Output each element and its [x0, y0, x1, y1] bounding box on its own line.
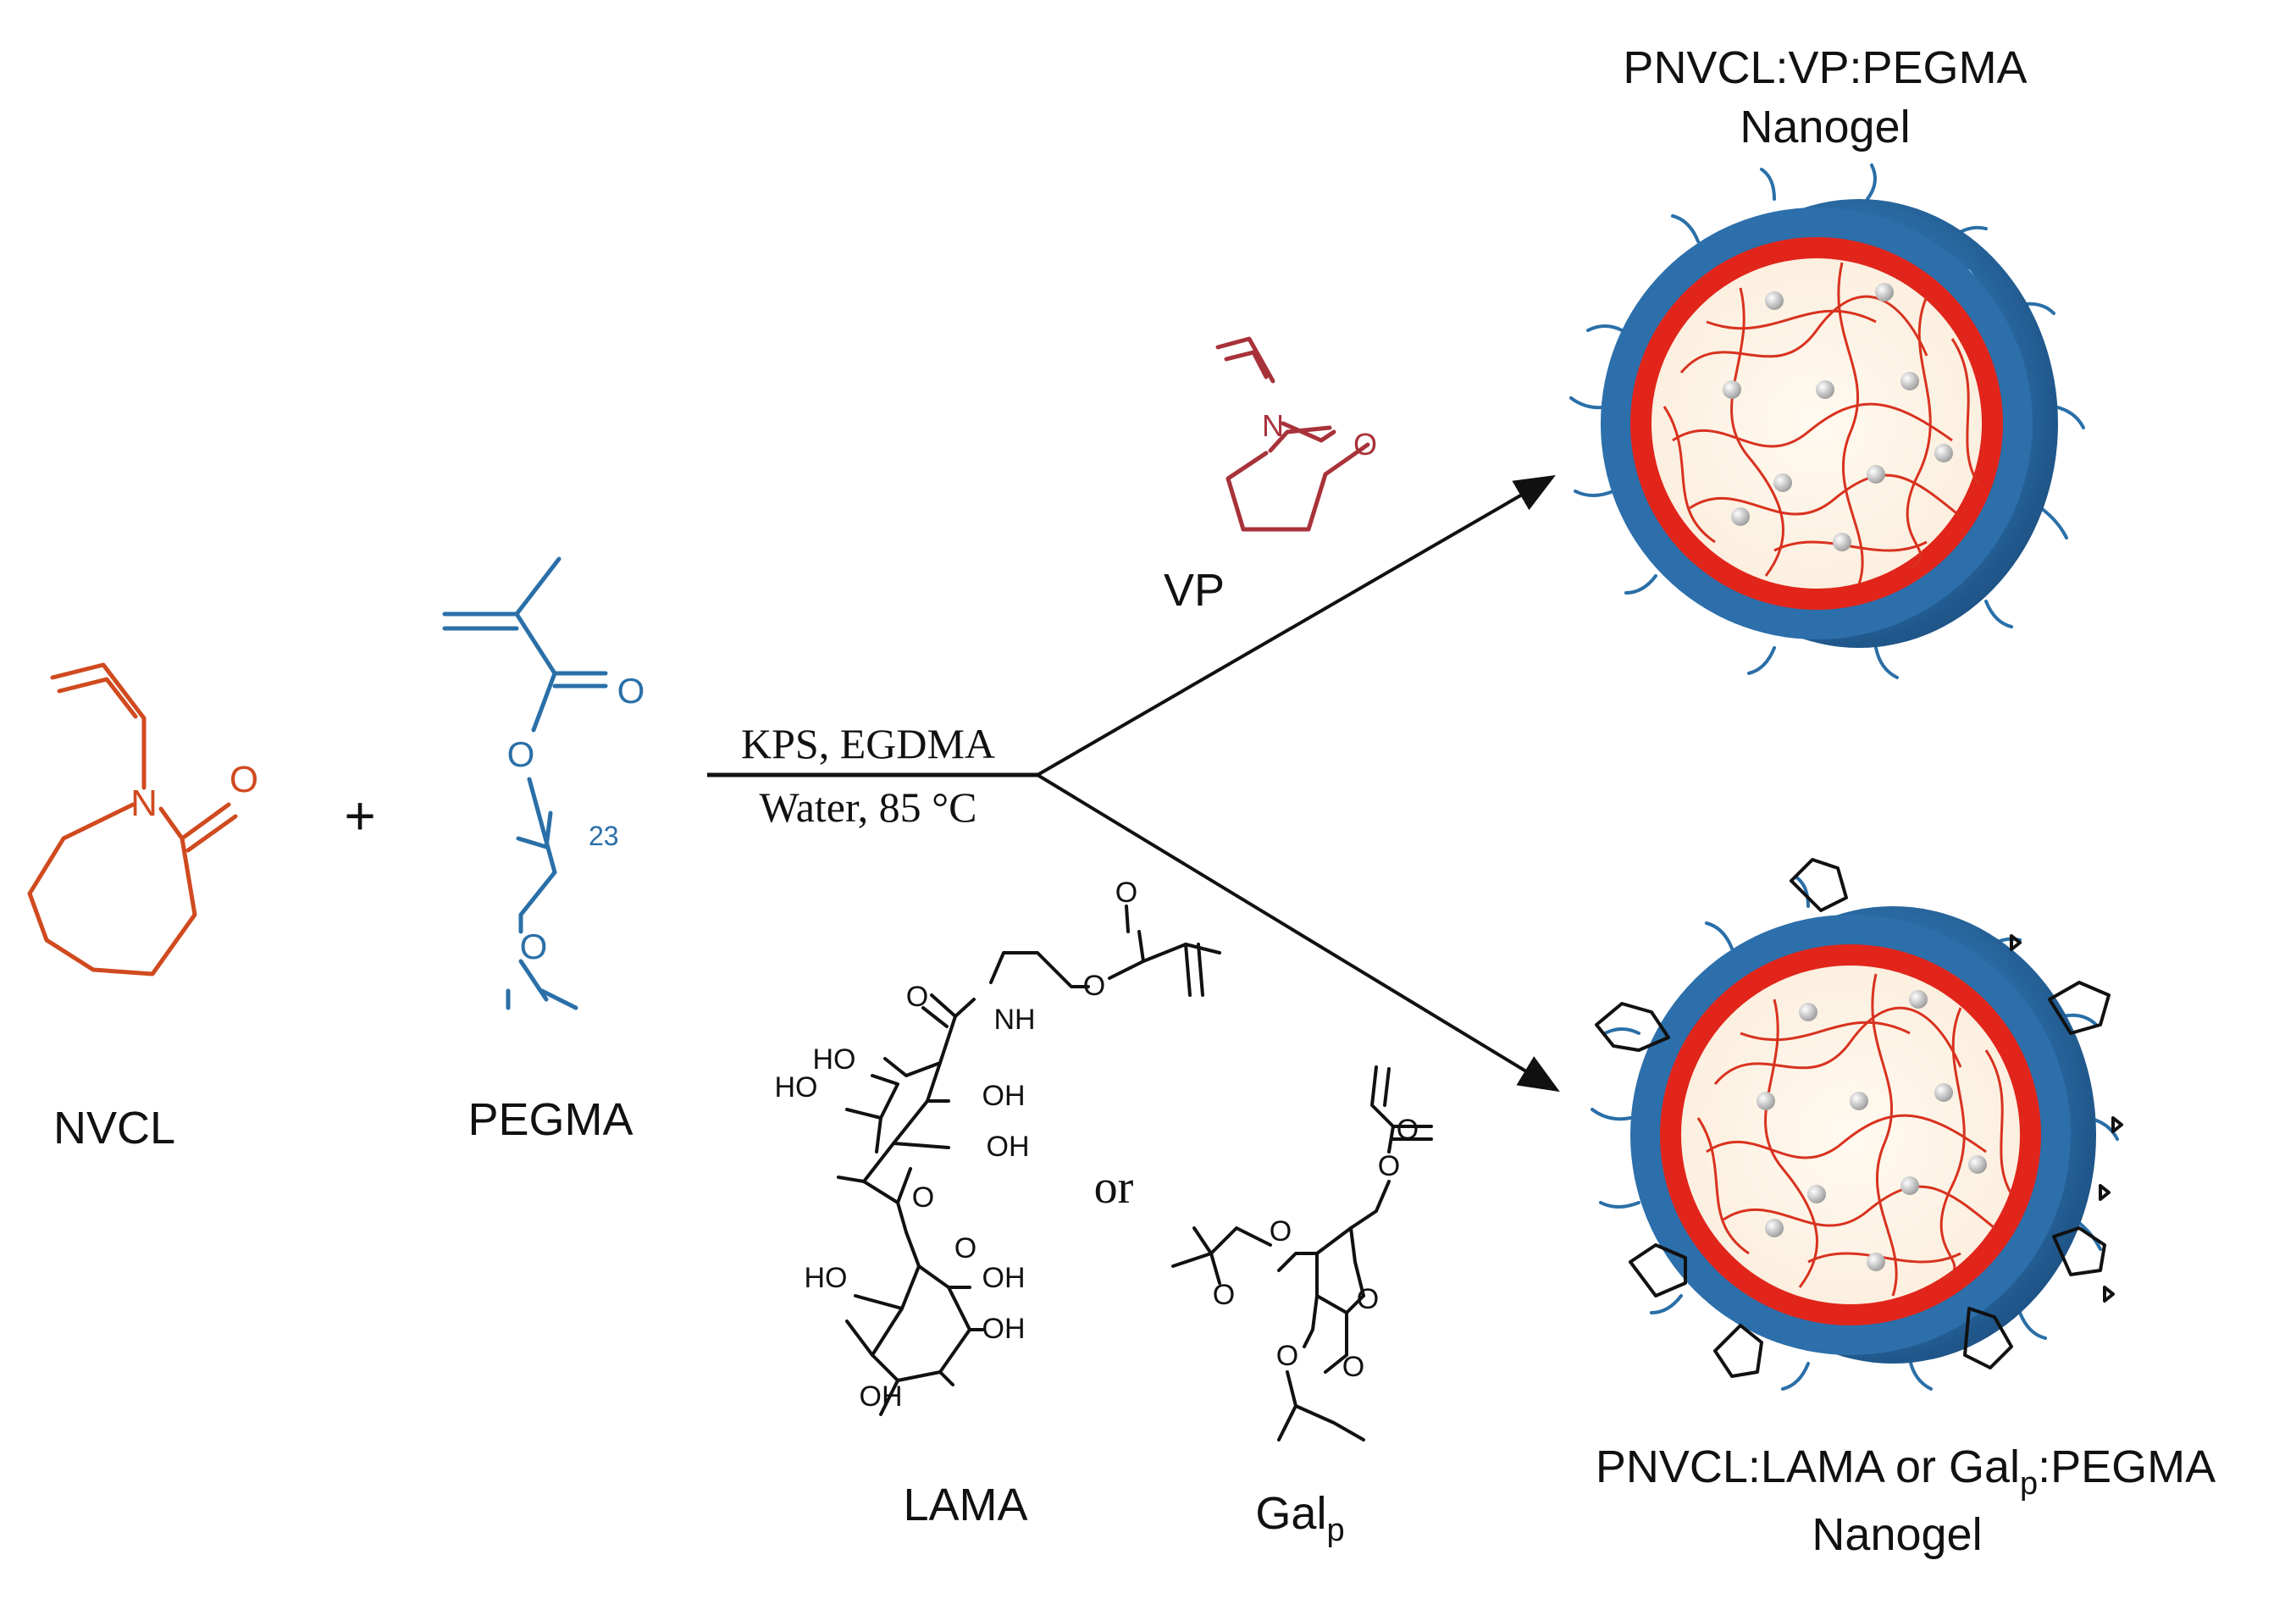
galp-acetonide-oxygen-4: O — [1342, 1351, 1364, 1383]
lama-glycosidic-oxygen: O — [912, 1181, 934, 1214]
upper-nanogel-crosslink-beads — [1723, 283, 1953, 551]
lower-nanogel-core — [1681, 965, 2020, 1304]
lama-ring-oxygen: O — [954, 1232, 976, 1264]
pegma-label: PEGMA — [467, 1094, 633, 1145]
lama-oh-5: OH — [860, 1380, 903, 1413]
upper-product-title: PNVCL:VP:PEGMA — [1623, 42, 2027, 93]
galp-ring-oxygen: O — [1357, 1283, 1379, 1315]
lower-nanogel — [1591, 858, 2123, 1391]
upper-nanogel-crosslinked-network — [1663, 262, 1979, 585]
lower-product-title-a: PNVCL:LAMA or Gal — [1596, 1441, 2020, 1492]
nvcl-oxygen-atom: O — [230, 759, 258, 800]
lower-product-title-subscript: p — [2020, 1466, 2038, 1502]
conditions-above-arrow: KPS, EGDMA — [741, 720, 995, 767]
galp-acetonide-oxygen-1: O — [1270, 1215, 1292, 1248]
reaction-arrows — [707, 474, 1560, 1093]
conditions-below-arrow: Water, 85 °C — [760, 783, 977, 831]
nvcl-label: NVCL — [53, 1103, 175, 1154]
lama-ho-1: HO — [813, 1043, 856, 1076]
lama-structure — [837, 905, 1221, 1416]
upper-nanogel — [1569, 163, 2085, 679]
nvcl-nitrogen-atom: N — [130, 783, 158, 824]
pegma-structure — [442, 556, 608, 1010]
lama-amide-oxygen: O — [906, 981, 928, 1013]
lama-ho-2: HO — [775, 1071, 818, 1104]
lama-oh-4: OH — [982, 1313, 1026, 1345]
lower-product-title-b: :PEGMA — [2038, 1441, 2216, 1492]
galp-ester-oxygen: O — [1378, 1150, 1400, 1182]
lower-product-subtitle: Nanogel — [1812, 1509, 1982, 1560]
galp-label-subscript: p — [1326, 1513, 1344, 1548]
lama-oh-1: OH — [982, 1080, 1026, 1112]
pegma-repeat-subscript: 23 — [589, 821, 619, 851]
lower-nanogel-surface-chains — [1591, 875, 2119, 1391]
vp-nitrogen-atom: N — [1262, 408, 1284, 443]
galp-label: Galp — [1255, 1488, 1344, 1548]
lama-oh-2: OH — [987, 1131, 1030, 1163]
upper-product-subtitle: Nanogel — [1740, 102, 1910, 152]
galp-acetonide-oxygen-3: O — [1276, 1340, 1298, 1372]
pegma-carbonyl-oxygen: O — [617, 671, 645, 711]
upper-nanogel-core — [1651, 258, 1982, 589]
galp-acetonide-oxygen-2: O — [1213, 1279, 1235, 1311]
galp-carbonyl-oxygen: O — [1397, 1114, 1419, 1146]
lower-nanogel-crosslink-beads — [1757, 990, 1987, 1271]
plus-sign: + — [344, 785, 375, 846]
lama-ho-3: HO — [805, 1262, 848, 1294]
lower-product-title: PNVCL:LAMA or Galp:PEGMA — [1596, 1441, 2216, 1502]
galp-structure — [1171, 1065, 1433, 1441]
vp-structure — [1215, 336, 1370, 532]
pegma-ether-oxygen: O — [520, 927, 548, 966]
lower-nanogel-crosslinked-network — [1696, 973, 2013, 1297]
vp-label: VP — [1164, 565, 1225, 616]
lama-label: LAMA — [903, 1480, 1027, 1530]
vp-oxygen-atom: O — [1353, 427, 1377, 462]
lama-ester-oxygen: O — [1083, 970, 1105, 1002]
lama-oh-3: OH — [982, 1262, 1026, 1294]
galp-label-base: Gal — [1255, 1488, 1326, 1539]
lower-nanogel-sugar-moieties — [1595, 858, 2123, 1378]
or-word: or — [1094, 1161, 1134, 1214]
pegma-ester-oxygen: O — [507, 734, 535, 774]
lama-nh: NH — [993, 1004, 1035, 1036]
nvcl-structure — [27, 662, 238, 977]
lama-carbonyl-oxygen: O — [1115, 877, 1137, 909]
